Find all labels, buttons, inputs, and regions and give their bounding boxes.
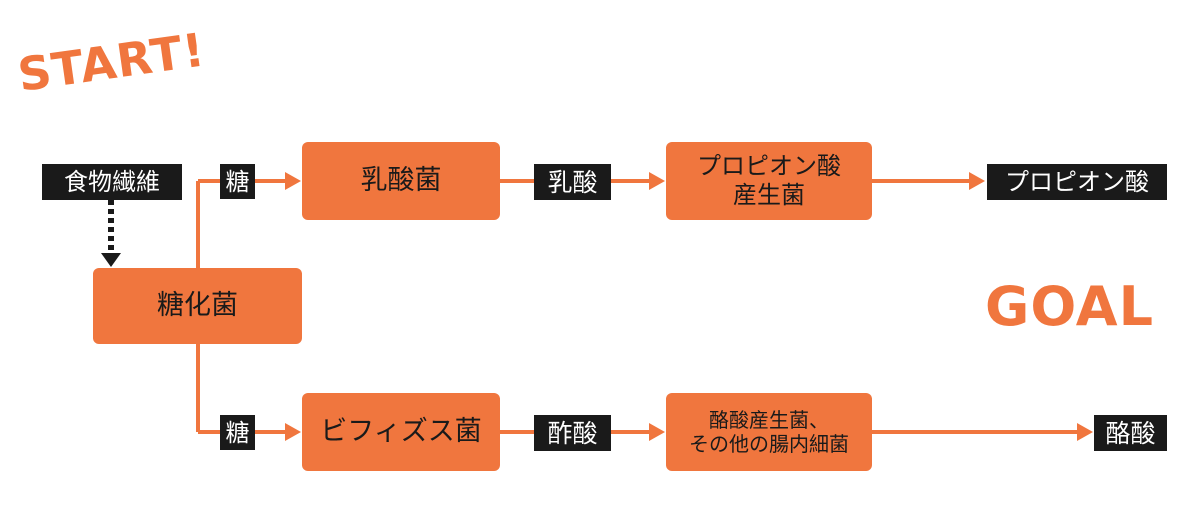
tag-sugar-lower: 糖 <box>220 415 255 450</box>
tag-sugar-upper: 糖 <box>220 164 255 199</box>
output-butyric-acid: 酪酸 <box>1094 415 1167 451</box>
arrowhead <box>285 423 301 441</box>
arrowhead <box>1077 423 1093 441</box>
output-propionic-acid: プロピオン酸 <box>987 164 1167 200</box>
node-propionic-acid-producer: プロピオン酸 産生菌 <box>666 142 872 220</box>
tag-acetic-acid: 酢酸 <box>534 415 611 451</box>
node-bifidobacteria: ビフィズス菌 <box>302 393 500 471</box>
arrowhead <box>285 172 301 190</box>
dotted-arrowhead <box>101 253 121 267</box>
node-lactic-acid-bacteria: 乳酸菌 <box>302 142 500 220</box>
arrowhead <box>649 423 665 441</box>
input-dietary-fiber: 食物繊維 <box>42 164 182 200</box>
goal-label: GOAL <box>985 275 1154 338</box>
arrowhead <box>649 172 665 190</box>
node-butyric-acid-producer: 酪酸産生菌、 その他の腸内細菌 <box>666 393 872 471</box>
arrowhead <box>969 172 985 190</box>
node-saccharifying-bacteria: 糖化菌 <box>93 268 302 344</box>
tag-lactic-acid: 乳酸 <box>534 164 611 200</box>
